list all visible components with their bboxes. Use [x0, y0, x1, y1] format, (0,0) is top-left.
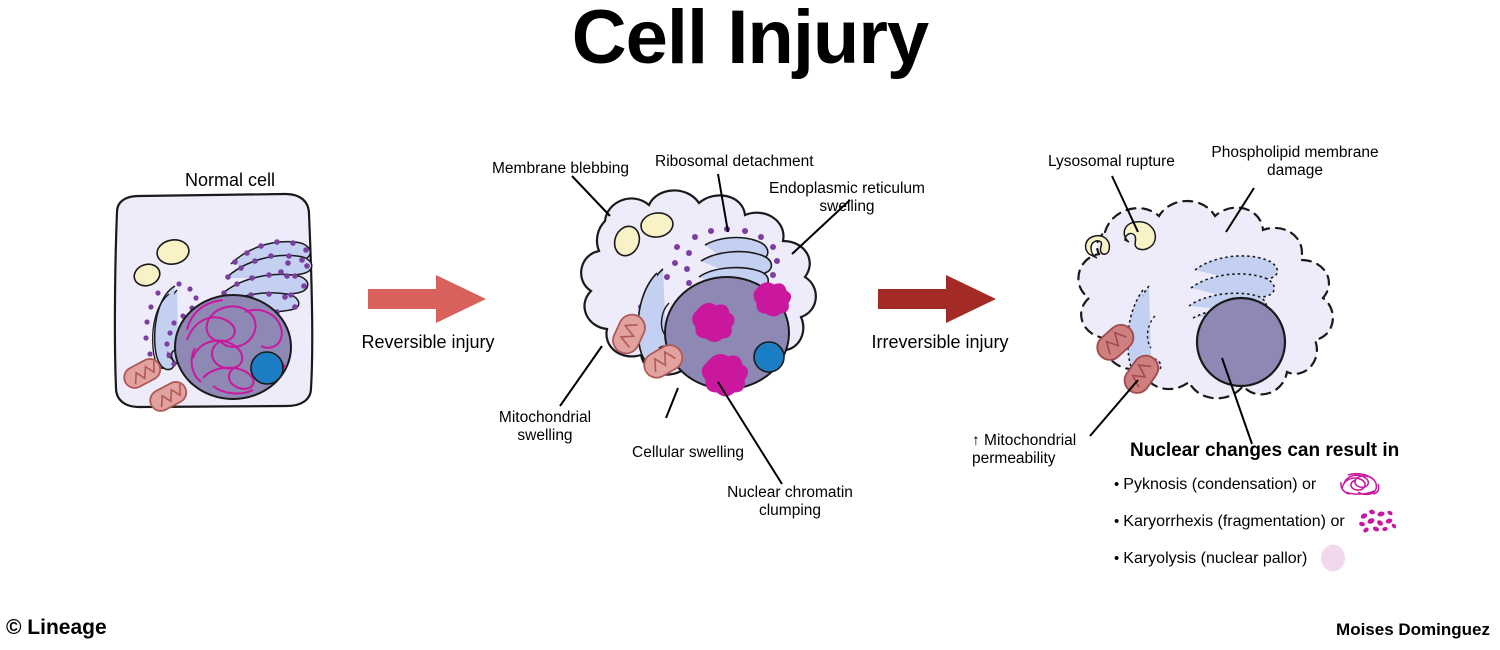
- label-er-swelling: Endoplasmic reticulum swelling: [769, 180, 925, 216]
- swollen-smooth-er-icon: [637, 268, 672, 367]
- lysosome-icon: [613, 225, 641, 257]
- damaged-mitochondrion-icon: [1096, 323, 1135, 361]
- normal-cell-figure: [113, 192, 314, 412]
- swollen-mitochondrion-icon: [612, 313, 646, 355]
- label-membrane-blebbing: Membrane blebbing: [492, 160, 630, 177]
- mitochondrion-icon: [149, 381, 188, 412]
- label-mitochondrial-swelling: Mitochondrial swelling: [498, 409, 592, 445]
- irreversible-injury-arrow-label: Irreversible injury: [871, 332, 1009, 352]
- nucleolus-icon: [250, 351, 284, 385]
- bullet-icon: •: [1114, 513, 1120, 530]
- chromatin-clump-icon: [692, 282, 792, 397]
- reversible-injury-arrow-label: Reversible injury: [361, 332, 495, 352]
- irreversible-cell-figure: [1077, 200, 1334, 400]
- mitochondrion-icon: [123, 358, 162, 389]
- nuclear-change-label: Karyolysis (nuclear pallor): [1123, 550, 1308, 567]
- bullet-icon: •: [1114, 476, 1120, 493]
- nuclear-change-label: Pyknosis (condensation) or: [1123, 476, 1317, 493]
- label-cellular-swelling: Cellular swelling: [632, 444, 744, 461]
- author-label: Moises Dominguez: [1336, 620, 1490, 639]
- label-ribosomal-detachment: Ribosomal detachment: [655, 153, 814, 170]
- irreversible-leader-lines: [1089, 175, 1255, 445]
- irreversible-injury-arrow: [878, 275, 996, 323]
- swollen-mitochondrion-icon: [643, 344, 684, 379]
- reversible-injury-arrow: [368, 275, 486, 323]
- label-lysosomal-rupture: Lysosomal rupture: [1048, 153, 1175, 170]
- lysosome-icon: [156, 239, 190, 265]
- ruptured-lysosome-icon: [1084, 234, 1111, 259]
- nuclear-change-item-karyorrhexis: •Karyorrhexis (fragmentation) or: [1114, 513, 1345, 531]
- label-nuclear-chromatin-clumping: Nuclear chromatin clumping: [727, 484, 853, 520]
- nucleolus-icon: [753, 341, 785, 373]
- chromatin-fragments-icon: [1359, 509, 1397, 533]
- nuclear-changes-heading: Nuclear changes can result in: [1130, 440, 1400, 461]
- bullet-icon: •: [1114, 550, 1120, 567]
- reversible-leader-lines: [559, 173, 851, 485]
- nuclear-change-item-karyolysis: •Karyolysis (nuclear pallor): [1114, 550, 1307, 568]
- label-mitochondrial-permeability: ↑ Mitochondrial permeability: [972, 432, 1077, 468]
- lysosome-icon: [640, 212, 674, 238]
- label-phospholipid-membrane-damage: Phospholipid membrane damage: [1211, 144, 1379, 180]
- normal-cell-label: Normal cell: [184, 170, 276, 190]
- chromatin-threads-icon: [186, 299, 286, 395]
- nuclear-change-item-pyknosis: •Pyknosis (condensation) or: [1114, 476, 1316, 494]
- copyright-label: © Lineage: [6, 616, 107, 639]
- page-title: Cell Injury: [571, 0, 929, 80]
- reversible-cell-figure: [580, 189, 817, 397]
- nuclear-change-label: Karyorrhexis (fragmentation) or: [1123, 513, 1345, 530]
- nucleus-irreversible: [1195, 296, 1287, 388]
- lysosome-icon: [133, 263, 161, 287]
- pale-nucleus-icon: [1321, 544, 1345, 572]
- chromatin-tangle-icon: [1340, 472, 1380, 496]
